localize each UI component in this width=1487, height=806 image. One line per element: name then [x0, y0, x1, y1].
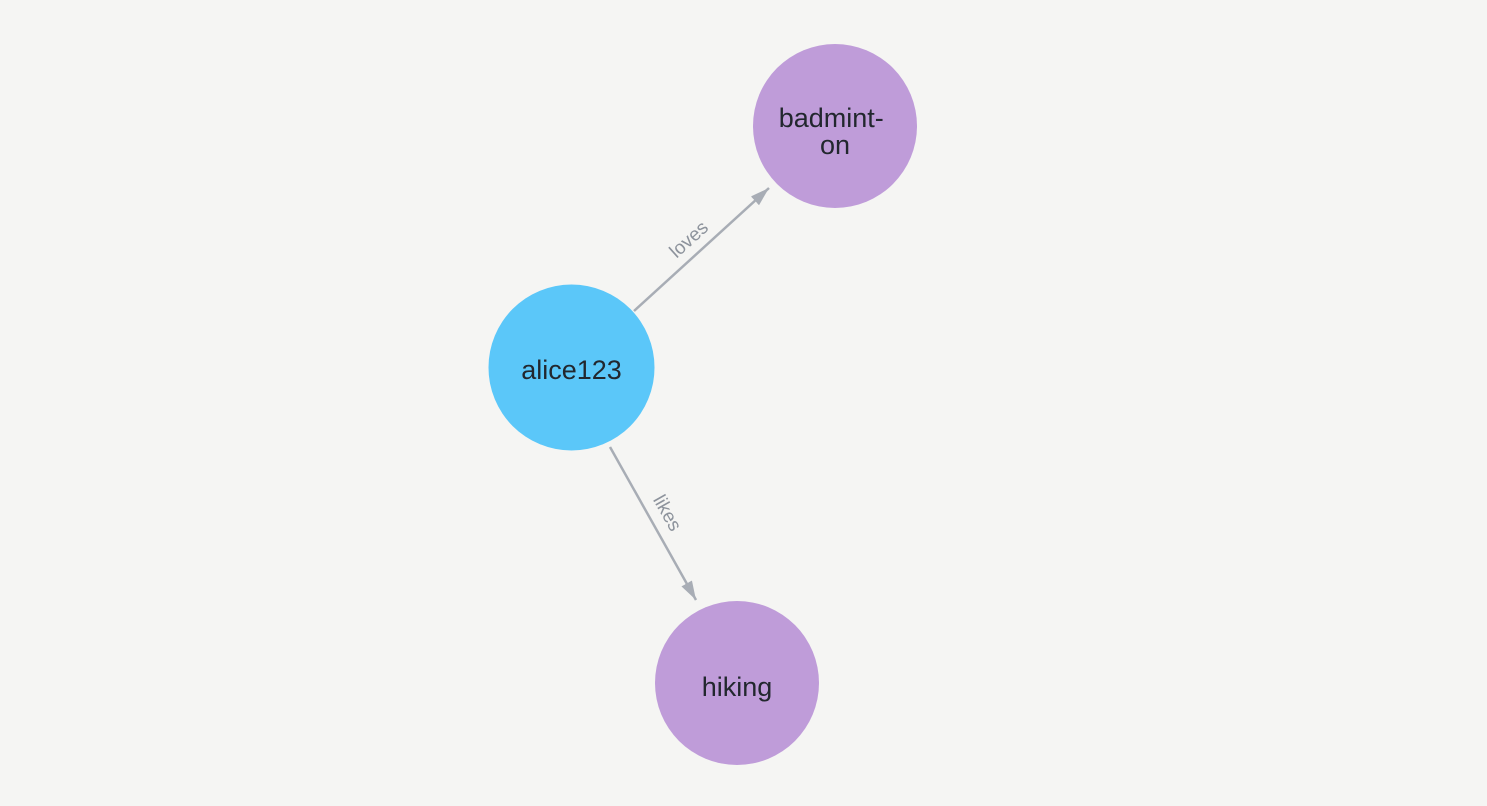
node-circle-badminton[interactable]: [753, 44, 917, 208]
node-hiking: hiking: [655, 601, 819, 765]
node-badminton: badmint- on: [753, 44, 917, 208]
edge-loves: loves: [633, 187, 770, 312]
edge-label-likes: likes: [648, 492, 685, 535]
node-alice123: alice123: [488, 284, 655, 451]
edge-likes: likes: [608, 446, 698, 601]
edge-line-likes[interactable]: [608, 446, 698, 601]
node-circle-hiking[interactable]: [655, 601, 819, 765]
edge-line-loves[interactable]: [633, 187, 770, 312]
node-circle-alice123[interactable]: [488, 284, 655, 451]
edge-label-loves: loves: [666, 217, 713, 262]
